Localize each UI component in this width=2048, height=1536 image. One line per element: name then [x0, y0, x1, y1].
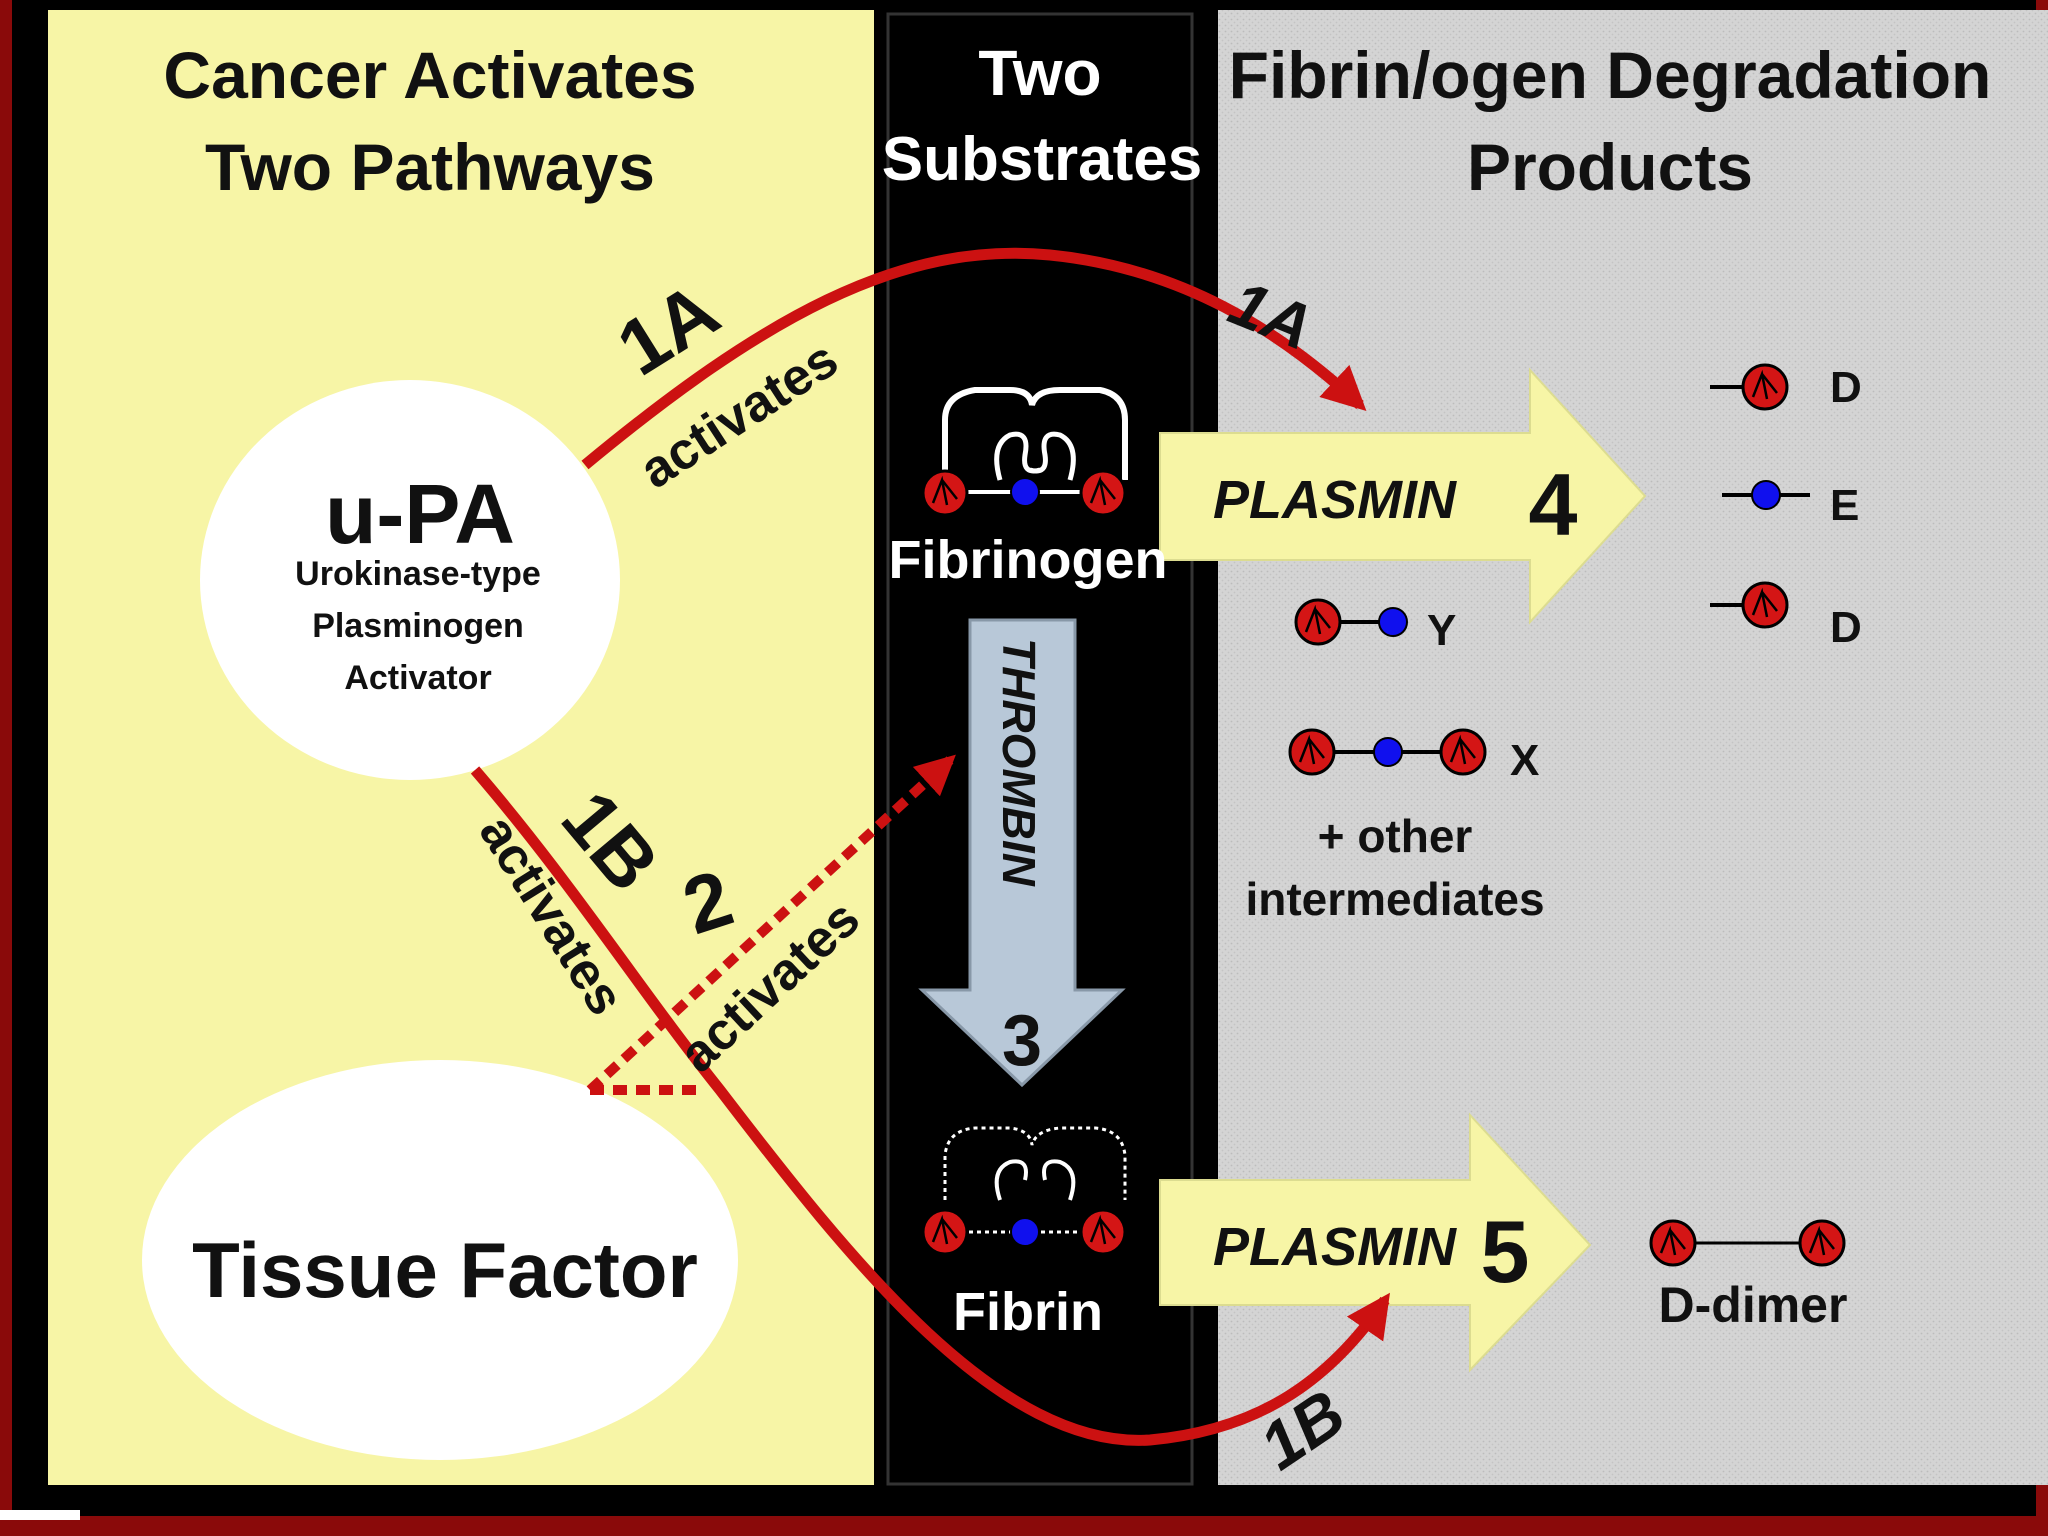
- product-e: [1722, 480, 1810, 510]
- product-y: [1294, 598, 1408, 646]
- other-intermediates-line1: + other: [1318, 810, 1473, 862]
- product-d-bottom: [1710, 581, 1789, 629]
- product-x: [1288, 728, 1487, 776]
- middle-column-title: Two: [978, 37, 1101, 109]
- product-d-top-label: D: [1830, 363, 1862, 412]
- product-e-label: E: [1830, 481, 1859, 530]
- fibrin-molecule-icon: [921, 1126, 1127, 1256]
- plasmin-arrow-top: [1159, 367, 1647, 625]
- upa-full-line2: Plasminogen: [312, 607, 524, 645]
- fibrinogen-label: Fibrinogen: [889, 530, 1168, 590]
- plasmin-bottom-step: 5: [1481, 1202, 1530, 1301]
- other-intermediates-line2: intermediates: [1245, 873, 1544, 925]
- tissue-factor-circle: [142, 1060, 738, 1460]
- product-y-label: Y: [1427, 606, 1456, 655]
- pathway-1b-arrow: [470, 766, 1390, 1446]
- upa-full-line1: Urokinase-type: [295, 555, 541, 593]
- d-dimer-label: D-dimer: [1659, 1277, 1848, 1333]
- right-column-title: Fibrin/ogen Degradation: [1229, 38, 1992, 112]
- left-column-title-line2: Two Pathways: [205, 130, 655, 204]
- thrombin-step: 3: [1002, 1001, 1042, 1081]
- tissue-factor-label: Tissue Factor: [192, 1226, 698, 1314]
- plasmin-arrow-bottom: [1159, 1112, 1592, 1373]
- pathway-1a-arrow: [581, 247, 1367, 470]
- product-d-dimer: [1649, 1219, 1846, 1267]
- product-d-top: [1710, 363, 1789, 411]
- pathway-2-arrow: [586, 754, 956, 1094]
- plasmin-top-step: 4: [1529, 455, 1578, 554]
- fibrinogen-molecule-icon: [921, 387, 1128, 517]
- upa-full-line3: Activator: [344, 659, 491, 697]
- upa-abbr: u-PA: [325, 467, 515, 561]
- thrombin-label: THROMBIN: [993, 638, 1045, 887]
- fibrin-label: Fibrin: [953, 1282, 1103, 1342]
- thrombin-arrow: [918, 618, 1126, 1088]
- upa-circle: [200, 380, 620, 780]
- plasmin-top-label: PLASMIN: [1213, 470, 1457, 530]
- middle-column-title-line2: Substrates: [882, 125, 1202, 194]
- left-column-title: Cancer Activates: [163, 38, 696, 112]
- product-x-label: X: [1510, 736, 1539, 785]
- product-d-bottom-label: D: [1830, 603, 1862, 652]
- right-column-title-line2: Products: [1467, 130, 1753, 204]
- plasmin-bottom-label: PLASMIN: [1213, 1217, 1457, 1277]
